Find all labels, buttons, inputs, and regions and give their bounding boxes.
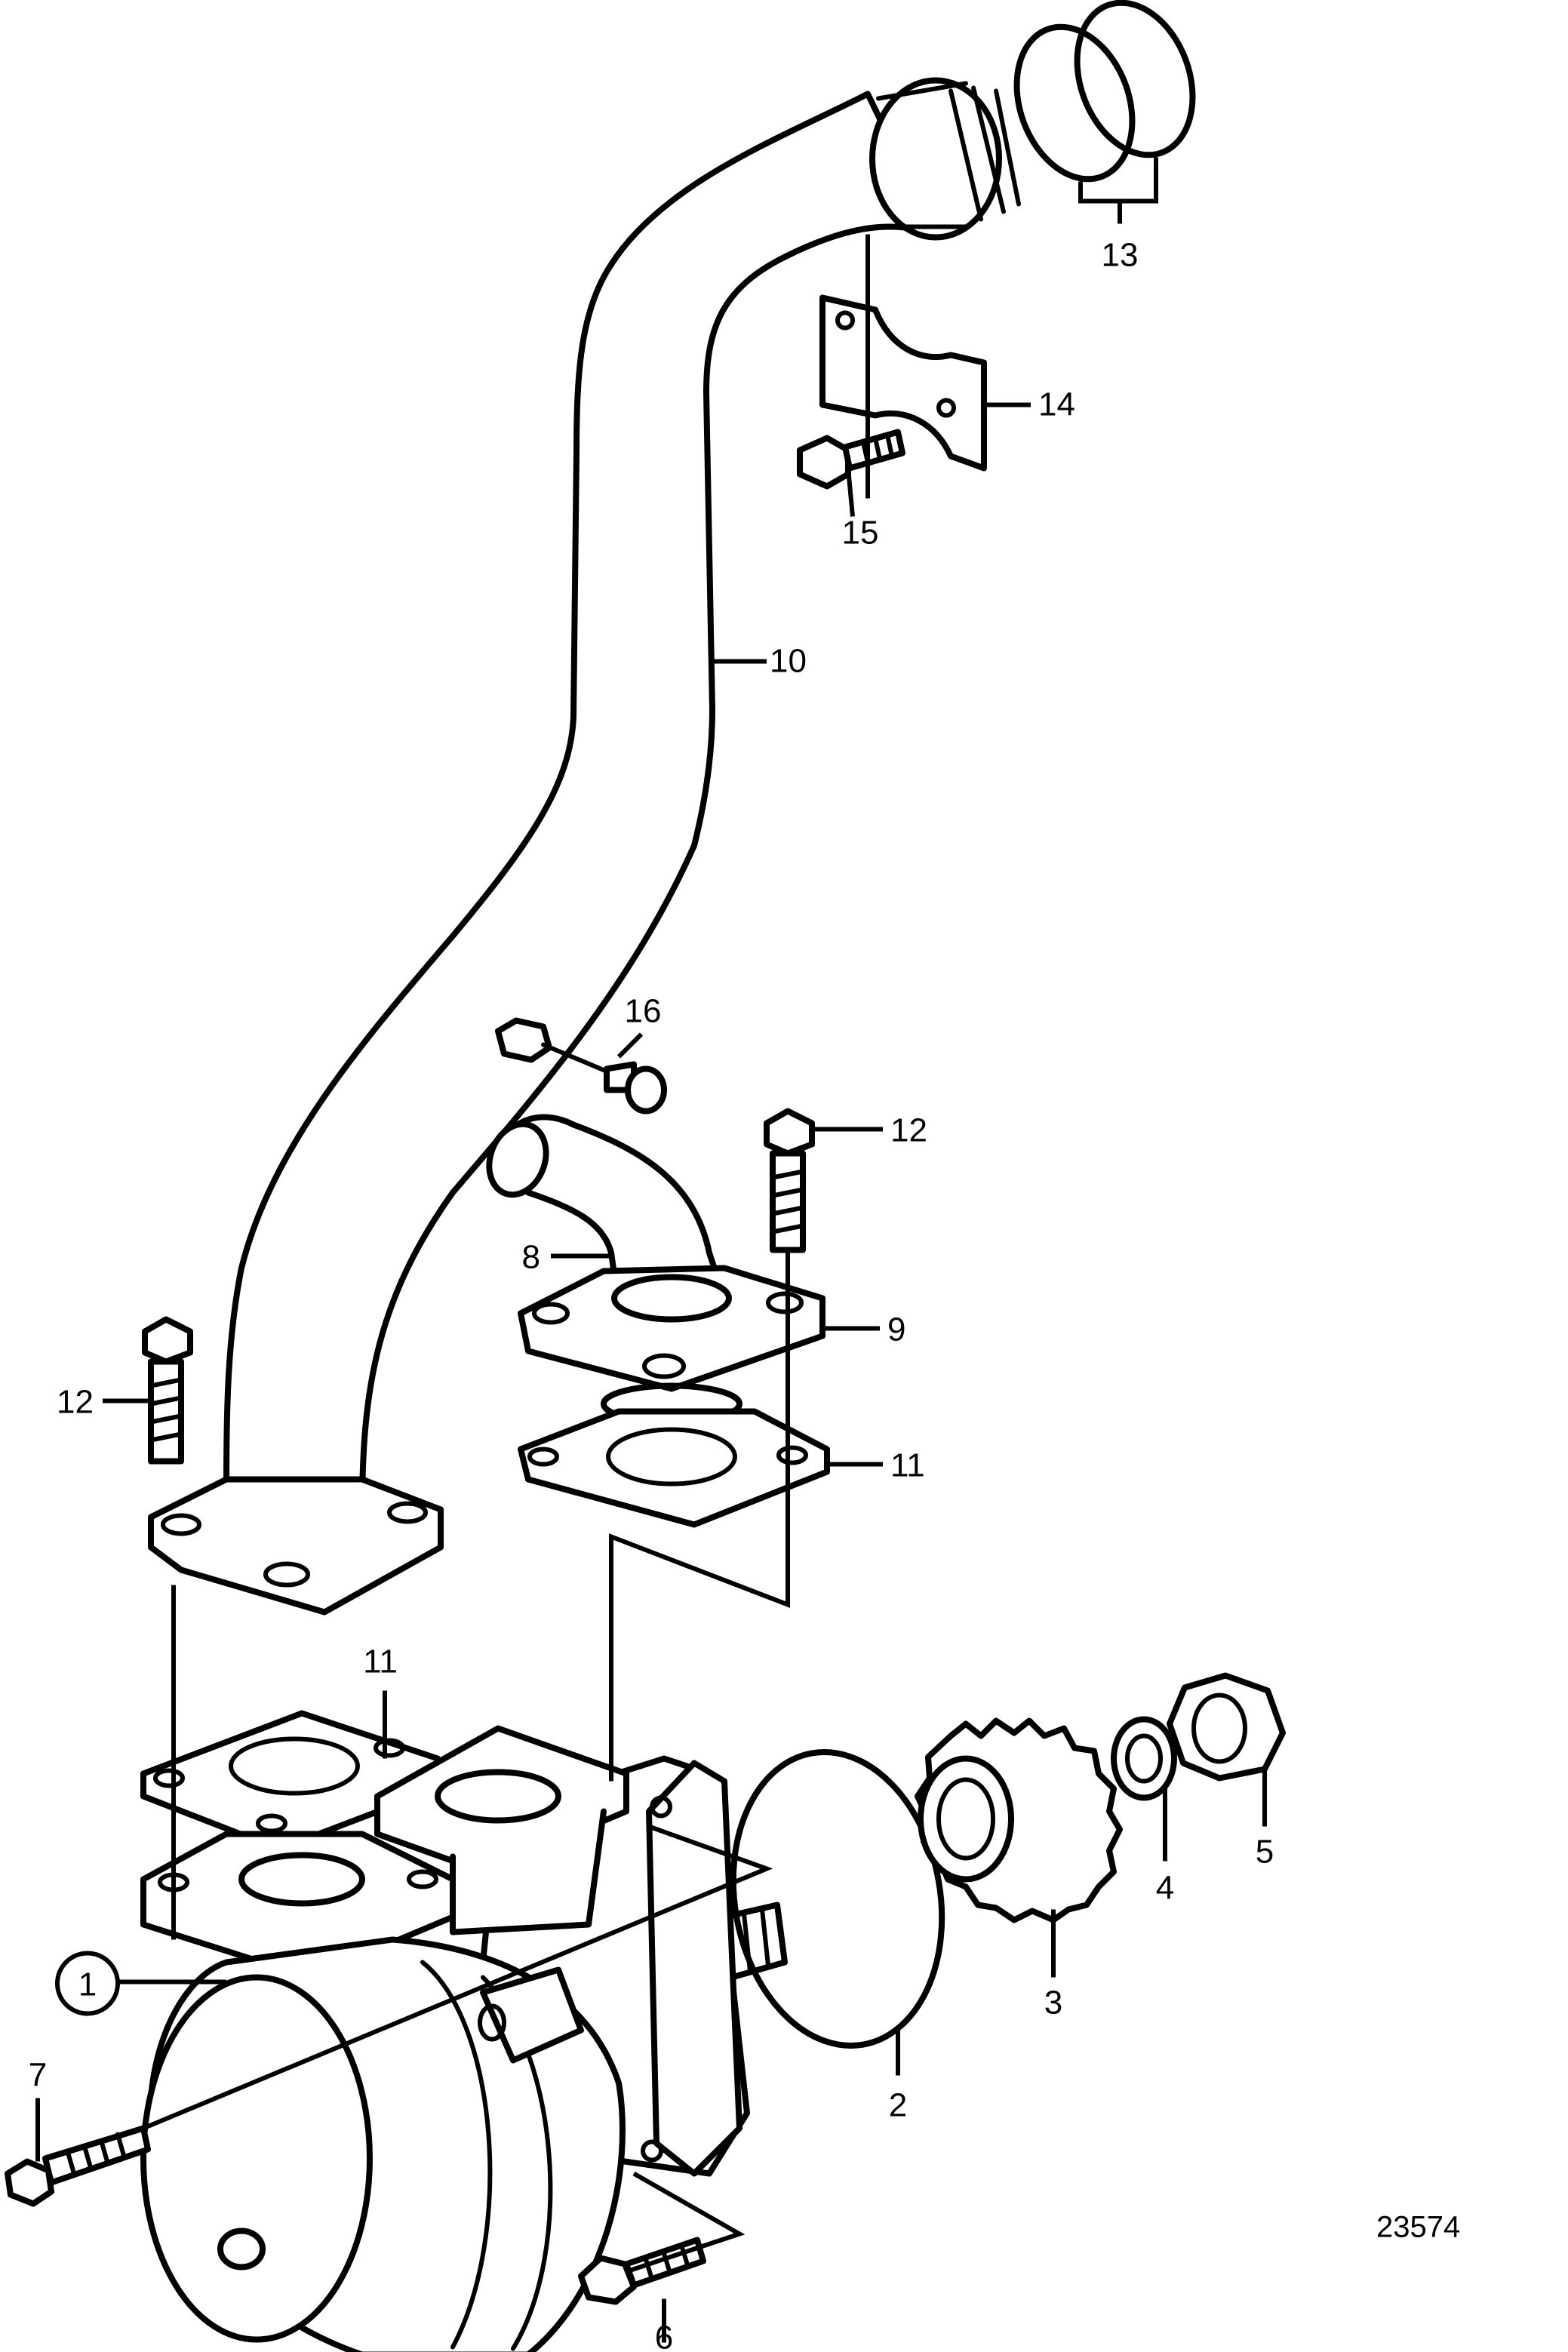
elbow-part-8 [486, 1114, 727, 1309]
callout-14: 14 [1038, 386, 1075, 423]
gear-part-3 [915, 1717, 1123, 1923]
callout-13: 13 [1102, 237, 1139, 274]
callout-6: 6 [655, 2320, 673, 2352]
callout-4: 4 [1156, 1870, 1174, 1907]
o-ring-part-2 [730, 1749, 945, 2049]
bracket-part-14 [819, 294, 987, 472]
callout-9: 9 [887, 1311, 905, 1348]
drawing-reference-number: 23574 [1376, 2211, 1460, 2244]
bolt-part-7 [5, 2125, 151, 2207]
callout-8: 8 [522, 1239, 540, 1276]
callout-10: 10 [770, 643, 807, 680]
callout-5: 5 [1256, 1834, 1274, 1871]
leader-lines [35, 234, 1267, 2343]
pipe-flange [148, 1476, 444, 1616]
callout-12-upper: 12 [890, 1112, 927, 1149]
callout-7: 7 [29, 2057, 47, 2094]
callout-11-upper: 11 [890, 1447, 925, 1484]
callout-3: 3 [1044, 1985, 1062, 2021]
gasket-part-11-upper [518, 1408, 830, 1528]
bolt-part-12-upper [764, 1108, 815, 1253]
flange-part-9 [518, 1265, 826, 1392]
callout-2: 2 [889, 2087, 907, 2124]
callout-1: 1 [78, 1966, 97, 2003]
nut-part-5 [1167, 1672, 1286, 1782]
callout-16: 16 [625, 993, 662, 1030]
callout-11-lower: 11 [363, 1643, 398, 1680]
o-rings-part-13 [1013, 0, 1196, 224]
washer-part-4 [1111, 1716, 1177, 1801]
plug-part-16 [495, 1017, 667, 1115]
callout-15: 15 [842, 515, 879, 552]
pump-body-part-1 [140, 1725, 788, 2352]
bolt-part-12-lower [142, 1316, 193, 1465]
callout-12-lower: 12 [57, 1384, 94, 1421]
callout-circle [55, 1951, 120, 2016]
